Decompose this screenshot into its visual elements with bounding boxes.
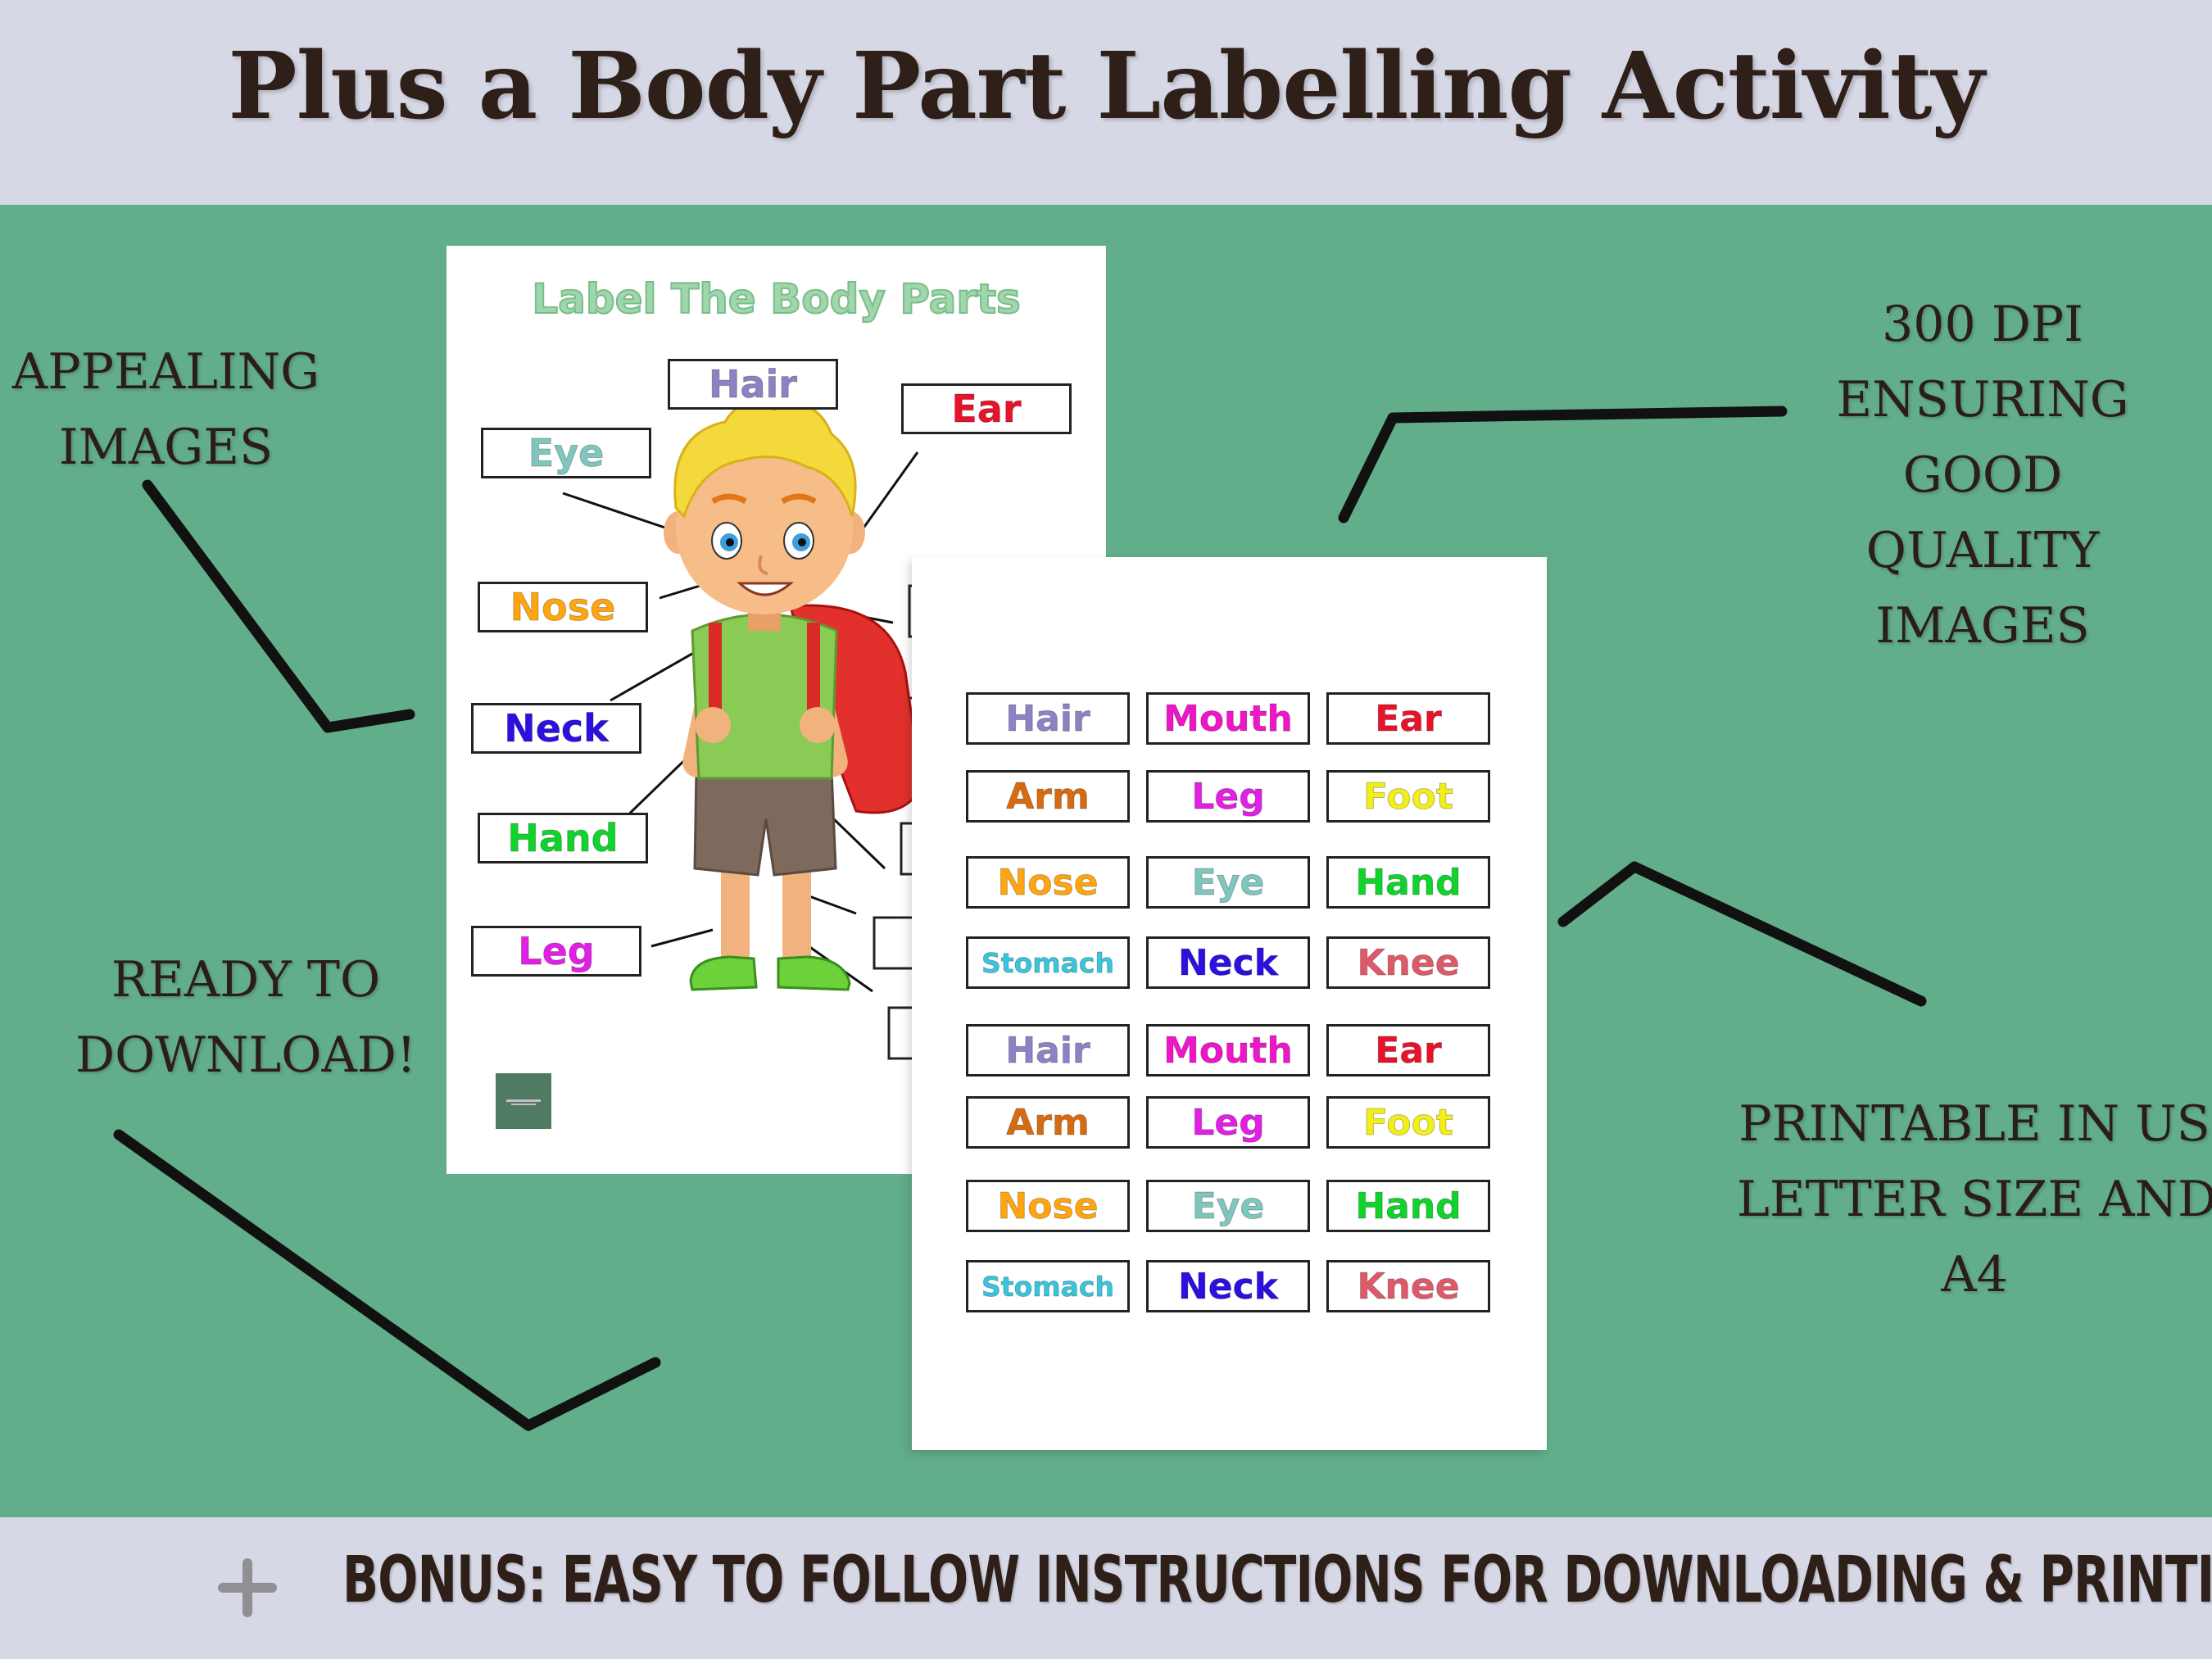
cutout-label: Leg xyxy=(1146,1096,1310,1149)
label-eye: Eye xyxy=(481,428,651,478)
boy-illustration xyxy=(562,402,946,1060)
cutout-label: Eye xyxy=(1146,856,1310,909)
cutout-label: Hand xyxy=(1326,1180,1490,1232)
cutout-label: Neck xyxy=(1146,936,1310,989)
callout-line: A4 xyxy=(1941,1246,2008,1303)
cutout-label: Stomach xyxy=(966,1260,1130,1312)
callout-line: IMAGES xyxy=(1875,597,2090,655)
callout-300-dpi: 300 DPI ENSURING GOOD QUALITY IMAGES xyxy=(1778,287,2187,664)
callout-appealing-images: APPEALING IMAGES xyxy=(0,334,332,485)
label-neck: Neck xyxy=(471,703,641,754)
label-ear: Ear xyxy=(901,383,1072,434)
callout-line: IMAGES xyxy=(58,419,274,476)
callout-line: APPEALING xyxy=(11,343,320,401)
bonus-text: BONUS: EASY TO FOLLOW INSTRUCTIONS FOR D… xyxy=(342,1543,2212,1617)
callout-line: QUALITY xyxy=(1865,522,2100,579)
callout-line: READY TO xyxy=(111,951,381,1009)
cutout-label: Arm xyxy=(966,770,1130,823)
callout-ready-to-download: READY TO DOWNLOAD! xyxy=(57,942,434,1093)
label-leg: Leg xyxy=(471,926,641,977)
cutout-label: Mouth xyxy=(1146,692,1310,745)
page-title: Plus a Body Part Labelling Activity xyxy=(228,33,1984,140)
cutout-label: Arm xyxy=(966,1096,1130,1149)
cutout-label: Neck xyxy=(1146,1260,1310,1312)
cutout-label: Hand xyxy=(1326,856,1490,909)
cutout-label: Eye xyxy=(1146,1180,1310,1232)
cutout-label: Foot xyxy=(1326,770,1490,823)
callout-line: PRINTABLE IN US xyxy=(1738,1095,2210,1153)
logo-mark-icon xyxy=(506,1099,541,1105)
label-hair: Hair xyxy=(668,359,838,410)
cutout-label: Hair xyxy=(966,692,1130,745)
cutout-label: Knee xyxy=(1326,1260,1490,1312)
cutout-label: Nose xyxy=(966,1180,1130,1232)
cutout-label: Hair xyxy=(966,1024,1130,1077)
callout-printable: PRINTABLE IN US LETTER SIZE AND A4 xyxy=(1737,1086,2212,1312)
label-nose: Nose xyxy=(478,582,648,632)
cutout-label: Ear xyxy=(1326,1024,1490,1077)
cutout-label: Nose xyxy=(966,856,1130,909)
cutout-label: Leg xyxy=(1146,770,1310,823)
cutout-label: Knee xyxy=(1326,936,1490,989)
brand-logo xyxy=(496,1073,551,1129)
cutout-label: Ear xyxy=(1326,692,1490,745)
cutout-label: Foot xyxy=(1326,1096,1490,1149)
callout-line: LETTER SIZE AND xyxy=(1737,1171,2212,1228)
header-band xyxy=(0,0,2212,205)
callout-line: 300 DPI xyxy=(1882,296,2083,353)
cutout-label: Mouth xyxy=(1146,1024,1310,1077)
callout-line: DOWNLOAD! xyxy=(75,1027,417,1084)
footer-band xyxy=(0,1517,2212,1659)
label-hand: Hand xyxy=(478,813,648,863)
callout-line: GOOD xyxy=(1902,446,2063,504)
plus-icon xyxy=(215,1555,280,1620)
cutout-label: Stomach xyxy=(966,936,1130,989)
callout-line: ENSURING xyxy=(1836,371,2129,428)
worksheet-heading: Label The Body Parts xyxy=(531,274,1021,324)
